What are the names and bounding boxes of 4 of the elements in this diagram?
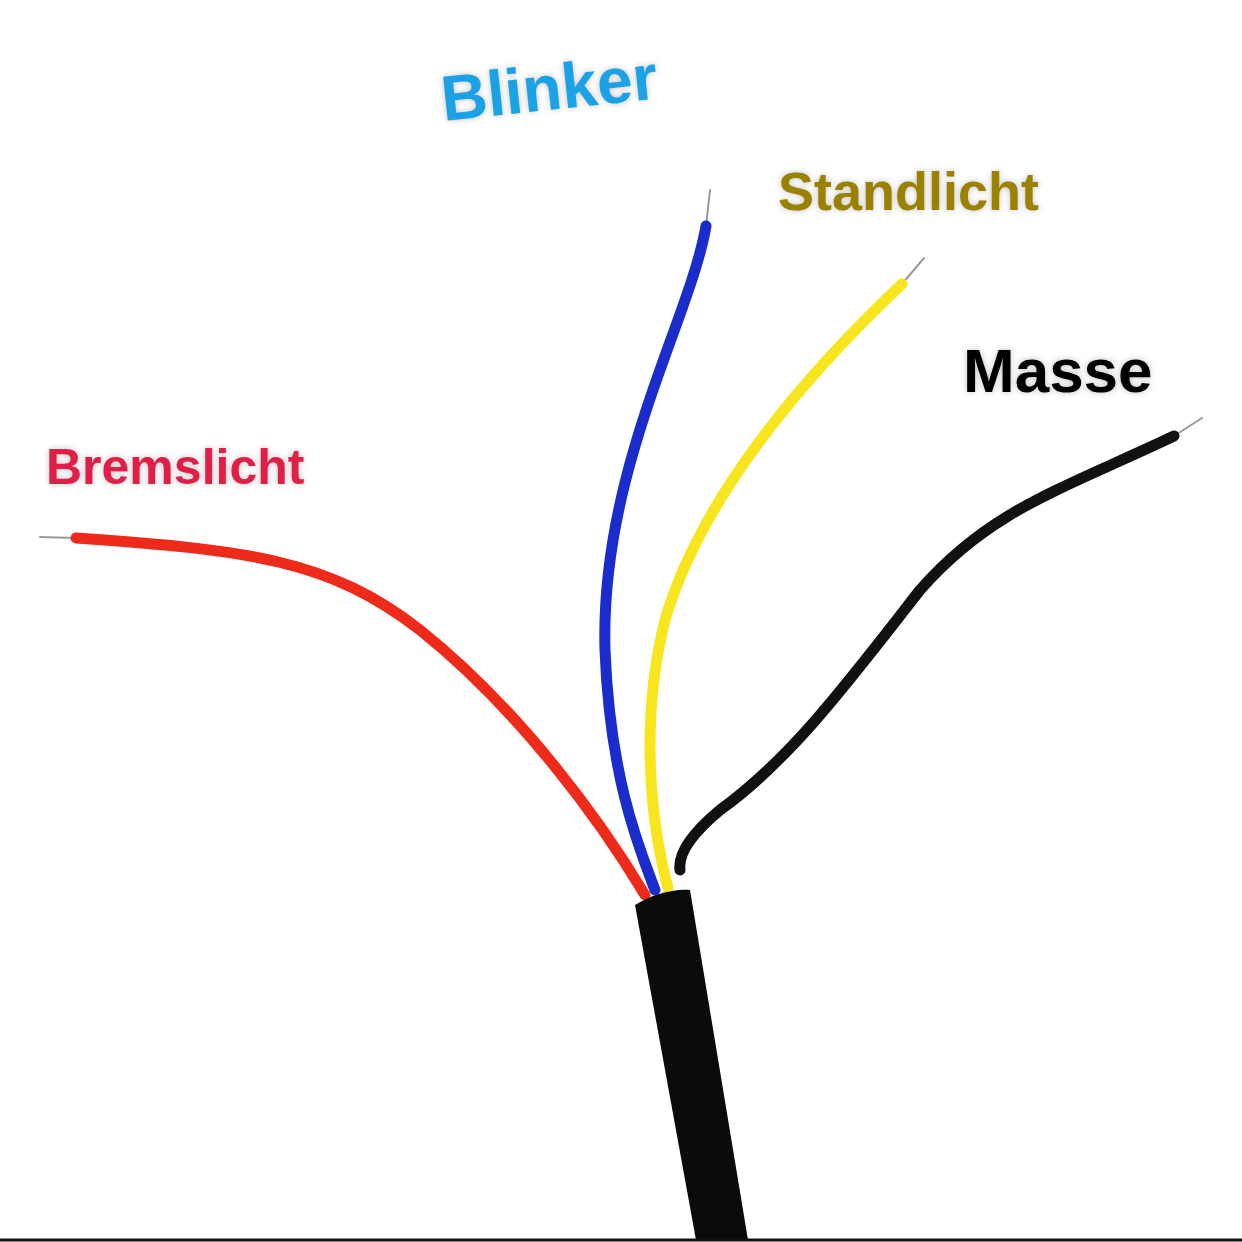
wire-label: Blinker (437, 39, 661, 136)
wire-label: Standlicht (778, 160, 1039, 222)
wire-label: Masse (963, 335, 1153, 406)
wire-label: Bremslicht (46, 438, 305, 496)
